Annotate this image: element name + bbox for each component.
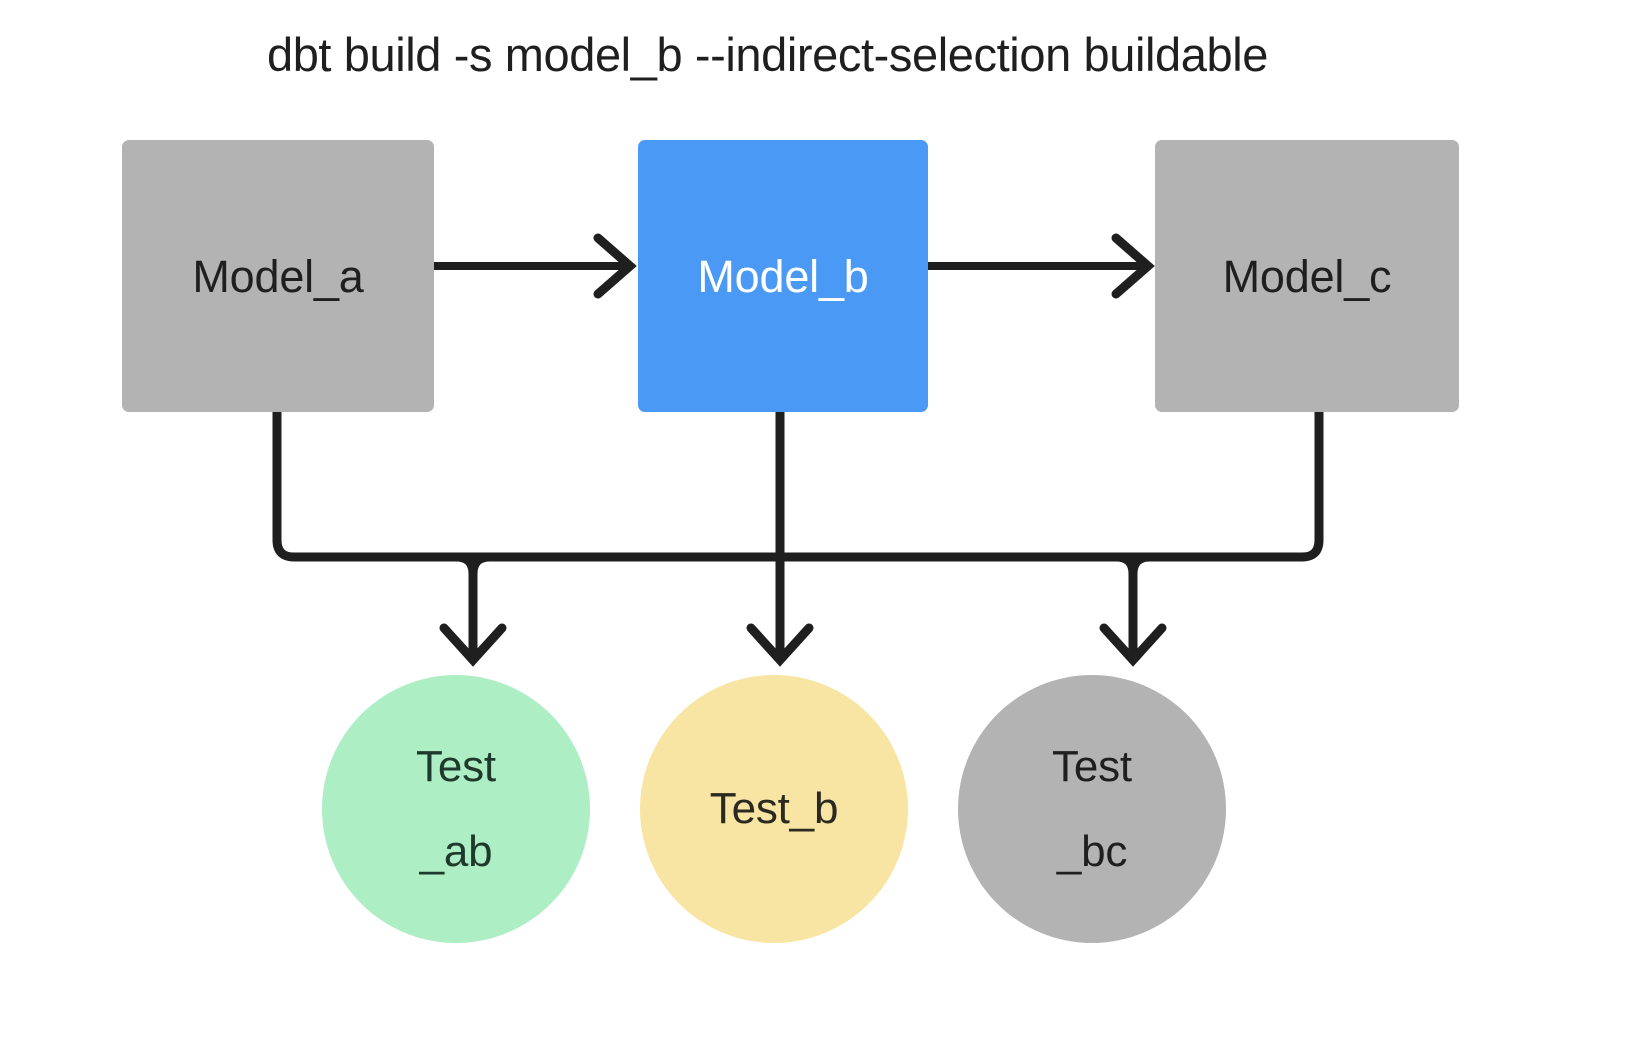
node-model-c-label: Model_c	[1222, 250, 1392, 302]
edge-bus-to-test-ab	[439, 552, 507, 667]
edge-model-c-to-bus	[1133, 412, 1324, 562]
node-test-b-label-line1: Test_b	[709, 784, 839, 833]
edge-model-a-to-bus	[272, 412, 473, 562]
node-model-b-label: Model_b	[697, 250, 869, 302]
edge-model-b-to-test-b	[746, 412, 814, 667]
node-model-b[interactable]: Model_b	[638, 140, 928, 412]
node-model-a[interactable]: Model_a	[122, 140, 434, 412]
page-title: dbt build -s model_b --indirect-selectio…	[266, 28, 1269, 81]
edge-model-a-to-model-b	[434, 233, 637, 299]
node-test-bc-label-line1: Test	[1052, 742, 1132, 791]
node-test-bc-label-line2: _bc	[1056, 827, 1128, 876]
edge-model-b-to-model-c	[928, 233, 1155, 299]
node-test-ab-label-line1: Test	[416, 742, 496, 791]
edge-bus-to-test-bc	[1099, 552, 1167, 667]
node-test-b[interactable]: Test_b	[640, 675, 908, 943]
node-model-c[interactable]: Model_c	[1155, 140, 1459, 412]
node-test-ab-label-line2: _ab	[419, 827, 493, 876]
node-test-bc[interactable]: Test _bc	[958, 675, 1226, 943]
node-test-ab[interactable]: Test _ab	[322, 675, 590, 943]
node-model-a-label: Model_a	[192, 250, 364, 302]
